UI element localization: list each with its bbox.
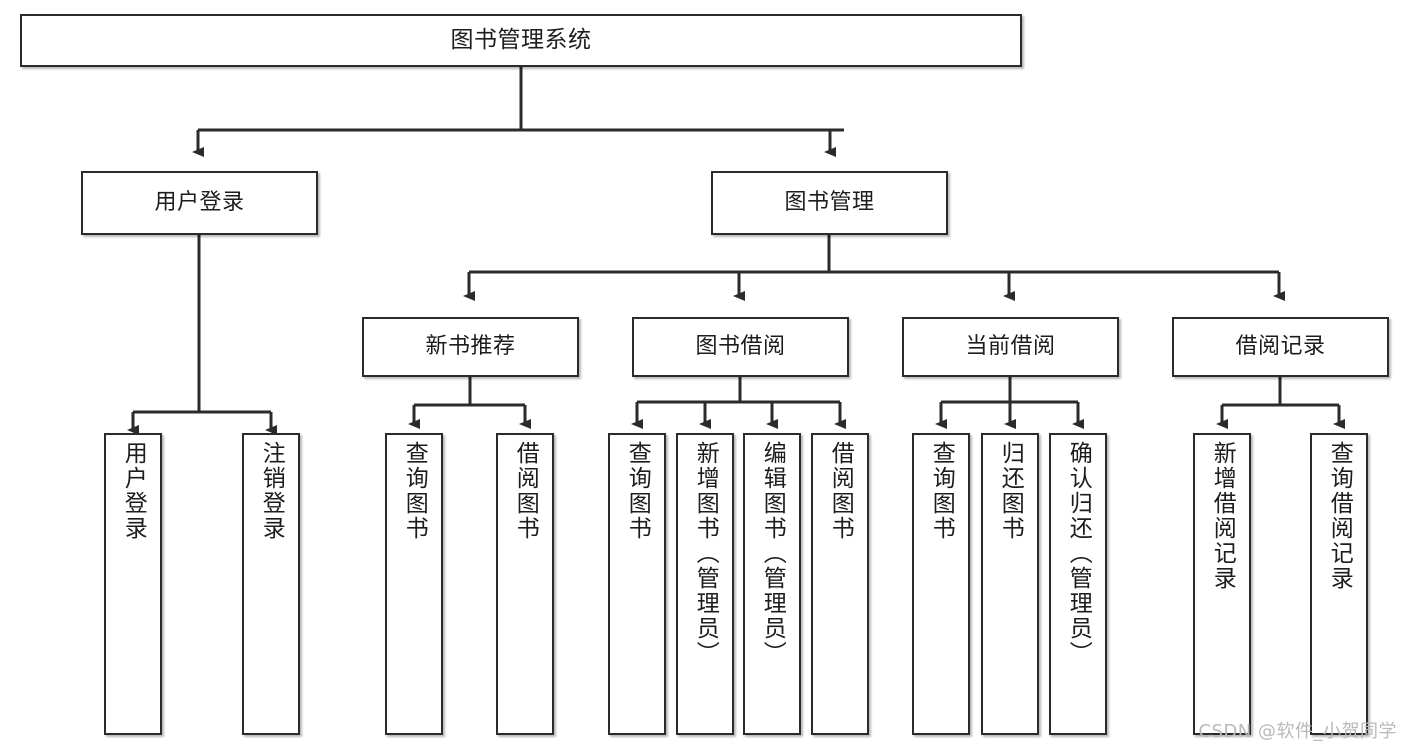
node-book-management[interactable]: 图书管理 [711, 171, 948, 235]
node-label: 图书借阅 [695, 333, 786, 359]
node-label: 借阅图书 [512, 441, 539, 541]
node-leaf-current-return-book[interactable]: 归还图书 [981, 433, 1039, 735]
node-label: 当前借阅 [965, 333, 1056, 359]
node-current-borrow[interactable]: 当前借阅 [902, 317, 1119, 377]
node-book-borrow[interactable]: 图书借阅 [632, 317, 849, 377]
node-leaf-borrow-borrow-book[interactable]: 借阅图书 [811, 433, 869, 735]
node-label: 查询图书 [401, 441, 428, 541]
node-label: 查询借阅记录 [1326, 441, 1353, 591]
node-new-book-recommend[interactable]: 新书推荐 [362, 317, 579, 377]
node-leaf-current-confirm-return-admin[interactable]: 确认归还（管理员） [1049, 433, 1107, 735]
node-label: 借阅记录 [1235, 333, 1326, 359]
node-label: 编辑图书（管理员） [759, 441, 786, 666]
node-label: 归还图书 [997, 441, 1024, 541]
node-label: 用户登录 [120, 441, 147, 541]
node-label: 新增借阅记录 [1209, 441, 1236, 591]
node-leaf-borrow-add-book-admin[interactable]: 新增图书（管理员） [676, 433, 734, 735]
node-leaf-record-query-record[interactable]: 查询借阅记录 [1310, 433, 1368, 735]
node-leaf-user-login-signout[interactable]: 注销登录 [242, 433, 300, 735]
node-label: 新书推荐 [425, 333, 516, 359]
node-leaf-user-login-signin[interactable]: 用户登录 [104, 433, 162, 735]
node-label: 图书管理系统 [450, 27, 592, 54]
node-label: 用户登录 [154, 189, 245, 215]
node-root-book-management-system[interactable]: 图书管理系统 [20, 14, 1022, 67]
node-label: 确认归还（管理员） [1065, 441, 1092, 666]
node-leaf-record-add-record[interactable]: 新增借阅记录 [1193, 433, 1251, 735]
node-borrow-record[interactable]: 借阅记录 [1172, 317, 1389, 377]
node-user-login[interactable]: 用户登录 [81, 171, 318, 235]
node-leaf-borrow-edit-book-admin[interactable]: 编辑图书（管理员） [743, 433, 801, 735]
node-leaf-borrow-query-book[interactable]: 查询图书 [608, 433, 666, 735]
node-label: 新增图书（管理员） [692, 441, 719, 666]
node-label: 查询图书 [928, 441, 955, 541]
node-leaf-newbook-borrow-book[interactable]: 借阅图书 [496, 433, 554, 735]
node-label: 查询图书 [624, 441, 651, 541]
node-leaf-newbook-query-book[interactable]: 查询图书 [385, 433, 443, 735]
node-label: 借阅图书 [827, 441, 854, 541]
node-label: 图书管理 [784, 189, 875, 215]
node-leaf-current-query-book[interactable]: 查询图书 [912, 433, 970, 735]
watermark-text: CSDN @软件_小贺同学 [1198, 721, 1397, 742]
node-label: 注销登录 [258, 441, 285, 541]
